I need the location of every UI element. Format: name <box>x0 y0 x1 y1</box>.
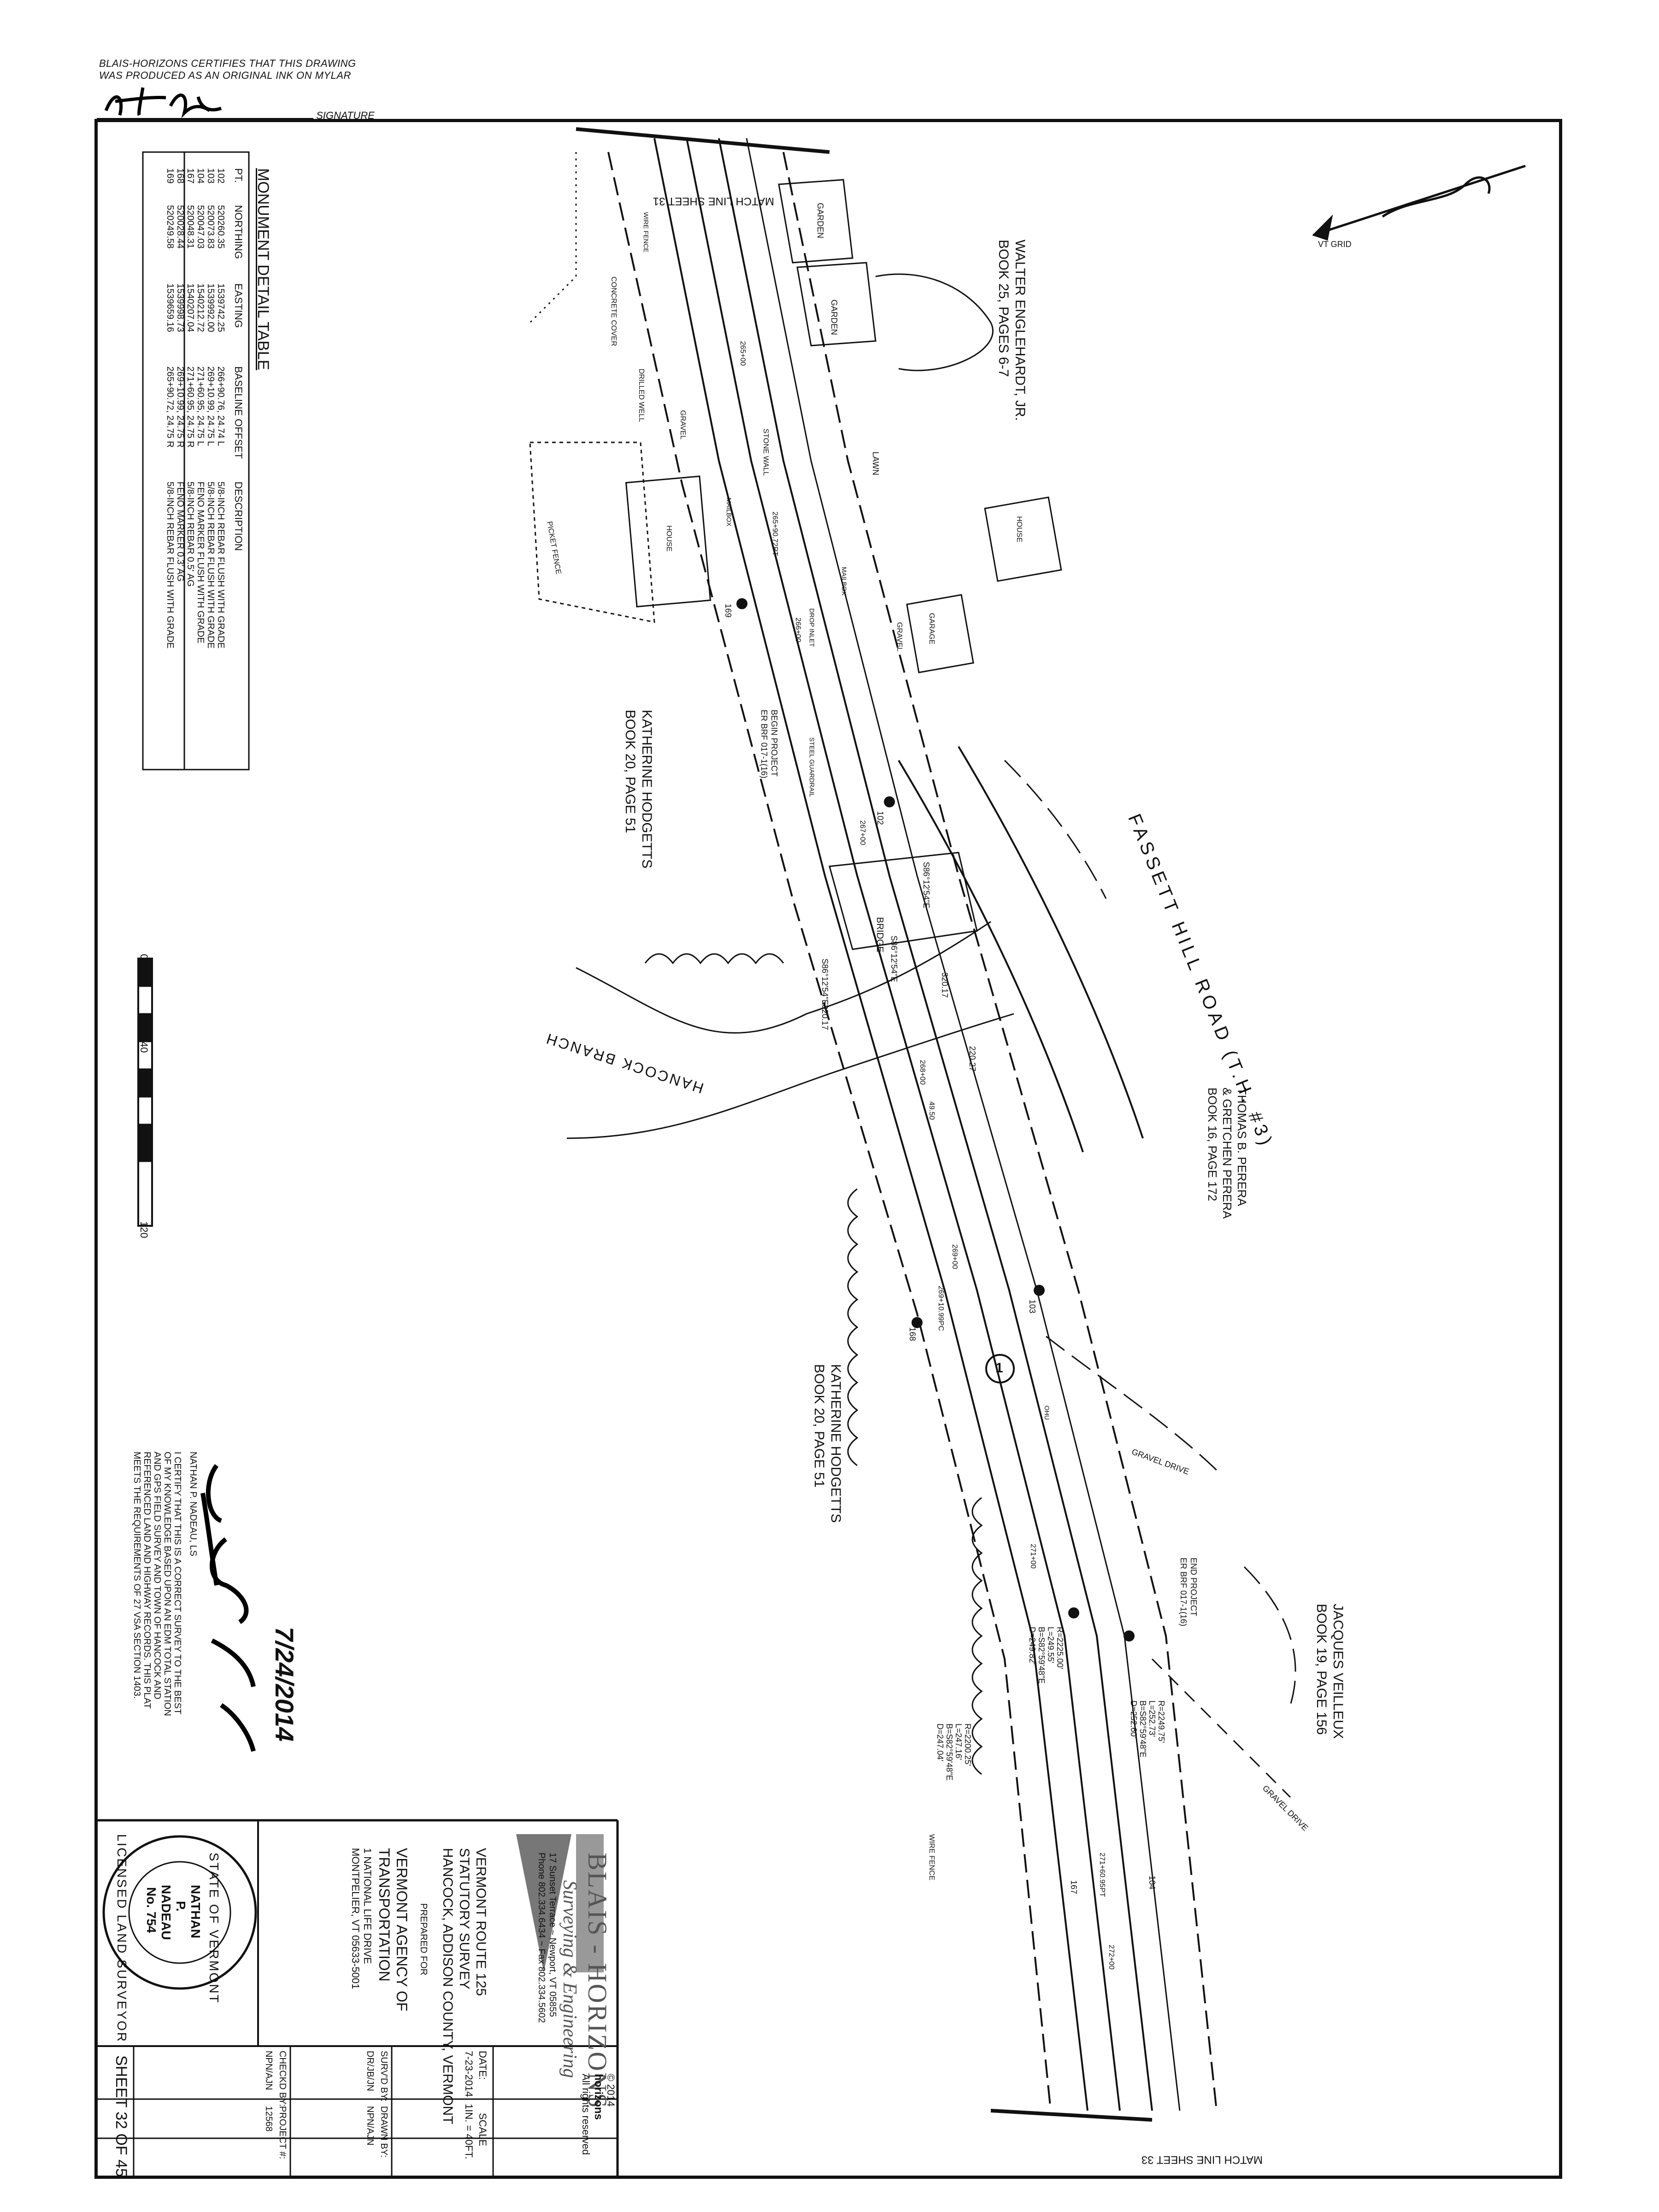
north-arrow-label: VT GRID <box>1318 240 1352 249</box>
table-row: 168520028.441539998.73269+10.99, 24.75 R… <box>175 168 185 582</box>
drawn-label: DRAWN BY: <box>379 2106 389 2158</box>
scale-value: 1IN. = 40FT. <box>463 2104 475 2159</box>
drawn-value: NPN/AJN <box>365 2106 375 2146</box>
date-label: DATE: <box>477 2051 488 2080</box>
scale-label: SCALE <box>477 2113 488 2147</box>
header-signature <box>104 87 222 118</box>
seal-line-2: P. <box>174 1901 188 1912</box>
seal-line-1: NATHAN <box>188 1885 203 1939</box>
col-description: DESCRIPTION <box>233 482 244 551</box>
project-value: 12568 <box>264 2106 274 2132</box>
certification-line-1: BLAIS-HORIZONS CERTIFIES THAT THIS DRAWI… <box>99 58 356 69</box>
monument-table-header: PT. NORTHING EASTING BASELINE OFFSET DESCRIP… <box>232 168 244 551</box>
surveyor-signature <box>200 1464 256 1752</box>
match-line-bottom <box>990 2109 1153 2122</box>
match-line-top <box>576 127 830 154</box>
survd-label: SURV'D BY: <box>379 2051 389 2102</box>
table-row: 102520260.351539742.25266+90.76, 24.74 L… <box>216 168 226 649</box>
seal-bottom: LICENSED LAND SURVEYOR <box>115 1834 129 2043</box>
checked-label: CHECKD BY: <box>277 2051 288 2107</box>
monument-table-body: 102520260.351539742.25266+90.76, 24.74 L… <box>165 168 226 648</box>
col-offset: BASELINE OFFSET <box>233 366 244 459</box>
col-northing: NORTHING <box>233 205 244 259</box>
drawing-frame <box>94 119 1562 2179</box>
certification-line-2: WAS PRODUCED AS AN ORIGINAL INK ON MYLAR <box>99 70 351 81</box>
table-row: 169520249.581539659.16265+90.72, 24.75 R… <box>165 168 175 649</box>
checked-value: NPN/AJN <box>264 2051 274 2090</box>
monument-table-title: MONUMENT DETAIL TABLE <box>254 168 272 371</box>
certification-note: BLAIS-HORIZONS CERTIFIES THAT THIS DRAWI… <box>99 58 356 82</box>
table-row: 103520073.831539992.00269+10.99, 24.75 L… <box>206 168 216 649</box>
baseline-number: 1 <box>995 1360 1003 1376</box>
seal-line-3: NADEAU <box>159 1885 173 1940</box>
survd-value: DR/JB/JN <box>365 2051 375 2091</box>
project-label: PROJECT #: <box>277 2106 288 2159</box>
col-pt: PT. <box>233 168 244 183</box>
col-easting: EASTING <box>233 283 244 328</box>
table-row: 104520047.031540212.72271+60.95, 24.75 L… <box>195 168 206 644</box>
seal-line-4: No. 754 <box>144 1887 159 1933</box>
seal-state: STATE OF VERMONT <box>207 1853 221 2004</box>
date-value: 7-23-2014 <box>463 2051 475 2097</box>
table-row: 167520048.311540207.04271+60.95, 24.75 R… <box>185 168 195 587</box>
